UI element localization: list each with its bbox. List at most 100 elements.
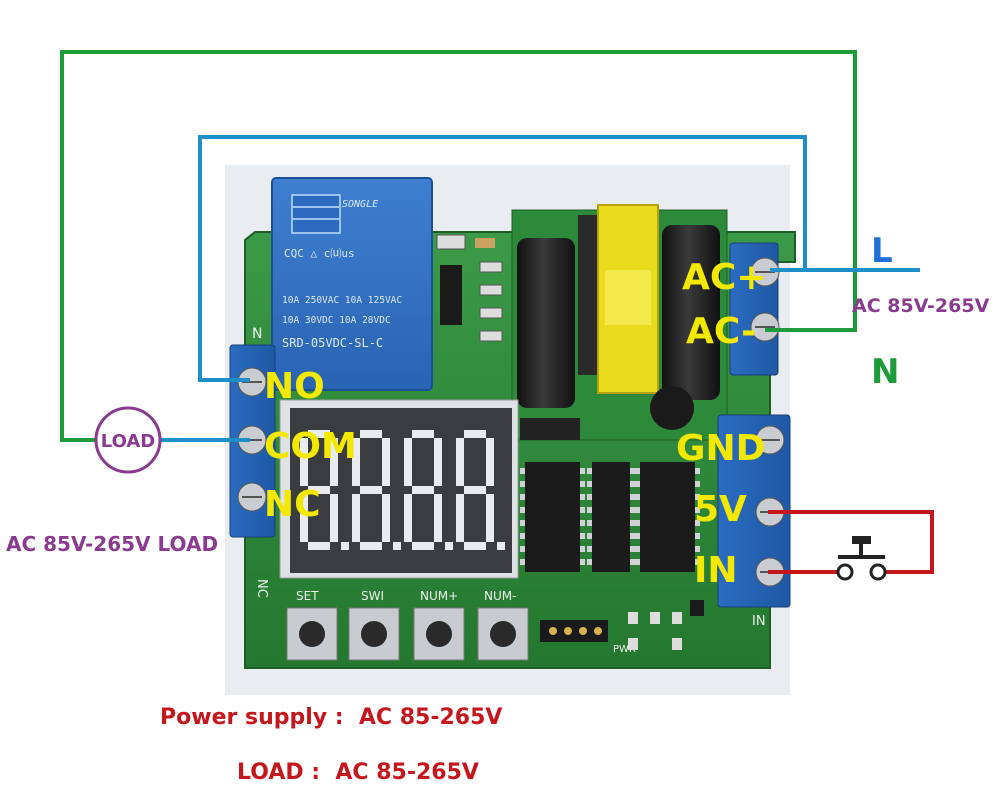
terminal-labels: NO COM NC AC+ AC- GND 5V IN: [264, 257, 766, 591]
ic-pin: [587, 494, 592, 500]
ic-pin: [587, 533, 592, 539]
ic-pin: [630, 468, 635, 474]
relay-model: SRD-05VDC-SL-C: [282, 336, 383, 350]
display-segment: [464, 542, 486, 550]
label-gnd: GND: [676, 428, 766, 469]
label-nc: NC: [264, 484, 321, 525]
ic-pin: [695, 494, 700, 500]
silk-in: IN: [752, 614, 766, 629]
ic-pin: [635, 533, 640, 539]
label-5v: 5V: [694, 489, 747, 530]
button-num-minus[interactable]: NUM-: [477, 589, 529, 661]
power-module: [511, 204, 728, 441]
ic-pin: [635, 520, 640, 526]
seven-segment-display: [279, 399, 519, 579]
display-segment: [330, 494, 338, 542]
ic-pin: [635, 468, 640, 474]
terminal-block-signal: [717, 414, 791, 608]
wire-red-signal: [768, 510, 934, 574]
ic-pin: [587, 546, 592, 552]
display-segment: [330, 438, 338, 486]
display-segment: [434, 494, 442, 542]
ac-input-label: AC 85V-265V: [852, 295, 990, 317]
ic-pin: [695, 559, 700, 565]
display-segment: [412, 486, 434, 494]
relay-cert-icon: CQC △ c⒰us: [284, 247, 355, 260]
ic-pin: [587, 468, 592, 474]
terminal-block-power: [729, 242, 780, 376]
silk-n: N: [252, 326, 262, 342]
label-ac-plus: AC+: [682, 257, 766, 298]
ic-pin: [580, 520, 585, 526]
svg-text:NUM+: NUM+: [420, 589, 458, 603]
ic-pin: [520, 468, 525, 474]
relay-brand: SONGLE: [342, 199, 378, 210]
load-caption: AC 85V-265V LOAD: [6, 532, 218, 556]
svg-text:SET: SET: [296, 589, 319, 603]
display-segment: [352, 494, 360, 542]
ic-pin: [520, 494, 525, 500]
display-segment: [360, 486, 382, 494]
ic-pin: [520, 507, 525, 513]
label-in: IN: [694, 550, 738, 591]
button-num-plus[interactable]: NUM+: [413, 589, 465, 661]
wire-blue-live: [198, 135, 920, 382]
silk-nc: NC: [254, 579, 269, 598]
terminal-block-left: [229, 344, 276, 538]
display-segment: [382, 438, 390, 486]
ic-pin: [635, 559, 640, 565]
integrated-circuits: [520, 462, 700, 572]
display-segment: [360, 430, 382, 438]
ic-pin: [580, 559, 585, 565]
ic-pin: [630, 494, 635, 500]
push-button-switch-icon: [836, 536, 887, 581]
display-segment: [464, 430, 486, 438]
display-segment: [360, 542, 382, 550]
ic-pin: [520, 533, 525, 539]
display-segment: [308, 430, 330, 438]
ic-pin: [635, 481, 640, 487]
svg-text:SWI: SWI: [361, 589, 384, 603]
label-no: NO: [264, 366, 325, 407]
ic-pin: [630, 481, 635, 487]
display-segment: [434, 438, 442, 486]
ic-pin: [635, 494, 640, 500]
display-segment: [486, 438, 494, 486]
note-load: LOAD : AC 85-265V: [237, 760, 479, 785]
label-com: COM: [264, 426, 357, 467]
ic-pin: [580, 494, 585, 500]
ic-pin: [630, 533, 635, 539]
wires: [60, 50, 934, 574]
ic-pin: [580, 468, 585, 474]
display-segment: [404, 494, 412, 542]
relay-logo-icon: [291, 194, 341, 234]
display-segment: [382, 494, 390, 542]
label-ac-minus: AC-: [686, 311, 756, 352]
relay-rating-2: 10A 30VDC 10A 28VDC: [282, 315, 391, 326]
display-segment: [412, 542, 434, 550]
display-segment: [456, 494, 464, 542]
label-neutral-n: N: [871, 352, 899, 392]
button-swi[interactable]: SWI: [348, 589, 400, 661]
ic-pin: [520, 559, 525, 565]
load-circle-label: LOAD: [101, 431, 156, 452]
display-segment: [308, 486, 330, 494]
small-capacitor: [650, 386, 694, 430]
silk-pwr: PWR: [613, 644, 636, 655]
electrolytic-capacitor-2: [662, 225, 720, 400]
pin-header: [540, 600, 704, 650]
button-set[interactable]: SET: [286, 589, 338, 661]
ic-pin: [635, 507, 640, 513]
relay-rating-1: 10A 250VAC 10A 125VAC: [282, 295, 402, 306]
electrolytic-capacitor-1: [517, 238, 575, 408]
ic-pin: [695, 520, 700, 526]
ic-pin: [587, 481, 592, 487]
display-segment: [404, 438, 412, 486]
ic-pin: [695, 481, 700, 487]
display-segment: [412, 430, 434, 438]
ic-pin: [630, 559, 635, 565]
ic-pin: [695, 546, 700, 552]
ic-pin: [635, 546, 640, 552]
label-live-l: L: [871, 231, 893, 271]
